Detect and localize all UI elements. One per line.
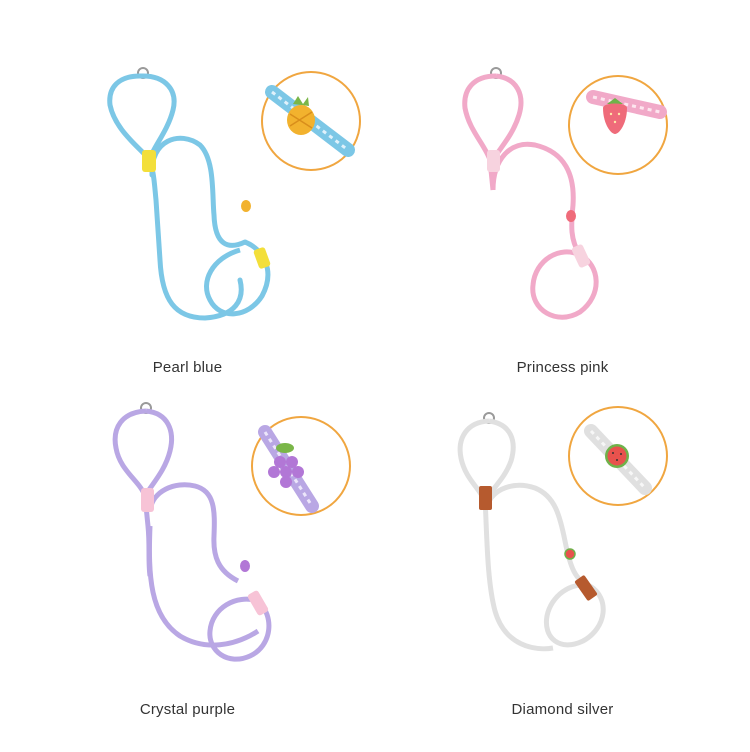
product-crystal-purple: Crystal purple [0, 376, 375, 752]
product-pearl-blue: Pearl blue [0, 0, 375, 376]
leash-image [457, 406, 668, 652]
leash-image [107, 67, 361, 321]
grape-icon [268, 443, 304, 488]
product-diamond-silver: Diamond silver [375, 376, 750, 752]
leash-image [112, 402, 351, 662]
caption-diamond-silver: Diamond silver [511, 701, 614, 718]
caption-princess-pink: Princess pink [516, 359, 609, 376]
caption-pearl-blue: Pearl blue [152, 359, 223, 376]
leash-image [462, 67, 668, 320]
watermelon-icon [605, 444, 629, 468]
pineapple-icon [287, 96, 315, 135]
product-princess-pink: Princess pink [375, 0, 750, 376]
caption-crystal-purple: Crystal purple [139, 701, 236, 718]
strawberry-icon [603, 98, 627, 134]
